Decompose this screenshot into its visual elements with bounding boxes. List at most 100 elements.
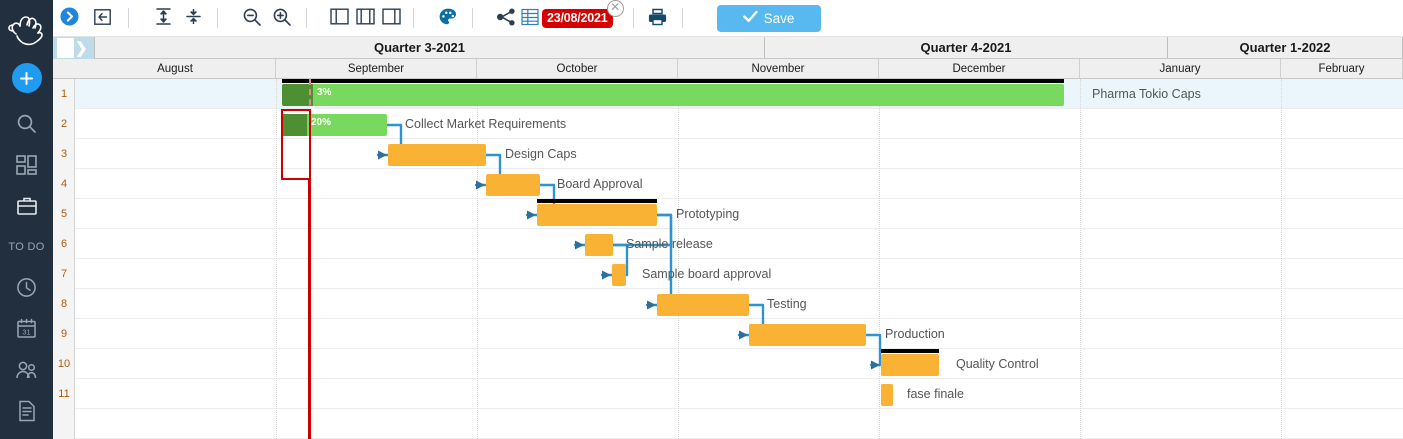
gantt-bar[interactable] bbox=[749, 324, 866, 346]
sidebar-item-people[interactable] bbox=[5, 349, 49, 390]
month-header-cell[interactable]: November bbox=[678, 59, 879, 78]
gantt-row[interactable] bbox=[75, 409, 1403, 439]
quarter-header-cell: Quarter 3-2021 bbox=[75, 37, 765, 58]
month-header-cell[interactable]: December bbox=[879, 59, 1080, 78]
zoom-in-icon bbox=[272, 7, 292, 30]
gantt-bar[interactable] bbox=[486, 174, 540, 196]
gantt-task-label[interactable]: Collect Market Requirements bbox=[405, 117, 567, 131]
toolbar-view-single-button[interactable] bbox=[326, 0, 352, 37]
timeline-scroll-forward-button[interactable]: ❯ bbox=[53, 37, 95, 59]
month-label: October bbox=[556, 62, 598, 75]
month-label: February bbox=[1318, 62, 1365, 75]
selection-rectangle-tail bbox=[308, 179, 311, 439]
gantt-bar[interactable] bbox=[881, 384, 893, 406]
month-header-cell[interactable]: August bbox=[75, 59, 276, 78]
zoom-out-icon bbox=[242, 7, 262, 30]
save-button[interactable]: Save bbox=[716, 4, 821, 32]
row-number: 2 bbox=[60, 118, 68, 130]
sidebar-item-add-button[interactable] bbox=[11, 63, 42, 93]
month-gridline bbox=[879, 79, 880, 439]
gantt-task-label[interactable]: Pharma Tokio Caps bbox=[1092, 87, 1201, 101]
app-logo-icon[interactable] bbox=[4, 6, 50, 50]
expand-rows-icon bbox=[155, 7, 172, 29]
gantt-task-label[interactable]: fase finale bbox=[907, 387, 964, 401]
sidebar-item-search[interactable] bbox=[5, 103, 49, 144]
toolbar-collapse-panel-button[interactable] bbox=[85, 0, 119, 37]
toolbar-zoom-in-button[interactable] bbox=[267, 0, 297, 37]
quarter-label: Quarter 3-2021 bbox=[373, 40, 466, 55]
sidebar-item-portfolio[interactable] bbox=[5, 185, 49, 226]
toolbar-expand-button[interactable] bbox=[53, 0, 85, 37]
sidebar-item-documents[interactable] bbox=[5, 390, 49, 431]
gantt-row[interactable] bbox=[75, 229, 1403, 259]
gantt-row[interactable] bbox=[75, 139, 1403, 169]
gantt-task-label[interactable]: Production bbox=[885, 327, 945, 341]
left-sidebar: TO DO 31 bbox=[0, 0, 53, 439]
toolbar-collapse-rows-button[interactable] bbox=[178, 0, 208, 37]
gantt-bar[interactable]: 3% bbox=[282, 84, 1064, 106]
single-column-view-icon bbox=[329, 7, 349, 29]
gantt-task-label[interactable]: Board Approval bbox=[557, 177, 643, 191]
check-icon bbox=[742, 10, 758, 26]
gantt-row[interactable] bbox=[75, 259, 1403, 289]
month-header-cell[interactable]: February bbox=[1281, 59, 1403, 78]
gantt-plot-area[interactable]: 3% Pharma Tokio Caps 20% Collect Market Req… bbox=[75, 79, 1403, 439]
toolbar-table-button[interactable] bbox=[518, 0, 542, 37]
toolbar-dependency-button[interactable] bbox=[492, 0, 518, 37]
month-header-cell[interactable]: September bbox=[276, 59, 477, 78]
collapse-rows-icon bbox=[185, 7, 202, 29]
gantt-bar[interactable] bbox=[657, 294, 749, 316]
gantt-task-label[interactable]: Sample board approval bbox=[642, 267, 772, 281]
gantt-task-label[interactable]: Quality Control bbox=[956, 357, 1039, 371]
quarter-label: Quarter 4-2021 bbox=[920, 40, 1012, 55]
toolbar-divider bbox=[217, 8, 218, 28]
toolbar-palette-button[interactable] bbox=[433, 0, 463, 37]
sidebar-item-todo[interactable]: TO DO bbox=[5, 226, 49, 267]
month-header-cell[interactable]: January bbox=[1080, 59, 1281, 78]
month-gridline bbox=[276, 79, 277, 439]
gantt-bar[interactable] bbox=[881, 354, 939, 376]
chevron-right-circle-icon bbox=[60, 7, 79, 29]
gantt-row[interactable] bbox=[75, 169, 1403, 199]
bar-progress-fill bbox=[282, 114, 307, 136]
gantt-bar[interactable] bbox=[537, 204, 657, 226]
gantt-row[interactable] bbox=[75, 199, 1403, 229]
bar-progress-fill bbox=[282, 84, 313, 106]
row-number: 10 bbox=[57, 358, 71, 370]
gantt-bar[interactable]: 20% bbox=[282, 114, 387, 136]
gantt-row[interactable] bbox=[75, 109, 1403, 139]
row-number: 9 bbox=[60, 328, 68, 340]
month-label: September bbox=[347, 62, 405, 75]
gantt-row[interactable] bbox=[75, 379, 1403, 409]
month-gridline bbox=[1281, 79, 1282, 439]
dependency-network-icon bbox=[496, 8, 515, 29]
collapse-panel-icon bbox=[93, 8, 111, 28]
close-circle-icon[interactable]: ✕ bbox=[606, 0, 624, 17]
sidebar-item-timesheet[interactable] bbox=[5, 267, 49, 308]
date-filter-chip[interactable]: 23/08/2021 ✕ bbox=[542, 0, 624, 28]
gantt-row[interactable] bbox=[75, 319, 1403, 349]
toolbar-view-split-button[interactable] bbox=[378, 0, 404, 37]
bar-progress-label: 20% bbox=[311, 117, 332, 128]
clock-icon bbox=[16, 277, 37, 298]
sidebar-item-dashboard[interactable] bbox=[5, 144, 49, 185]
gantt-task-label[interactable]: Prototyping bbox=[676, 207, 740, 221]
gantt-bar[interactable] bbox=[388, 144, 486, 166]
baseline-bar bbox=[881, 349, 939, 353]
split-view-icon bbox=[381, 7, 401, 29]
month-header-cell[interactable]: October bbox=[477, 59, 678, 78]
gantt-task-label[interactable]: Design Caps bbox=[505, 147, 577, 161]
sidebar-item-calendar[interactable]: 31 bbox=[5, 308, 49, 349]
row-number: 7 bbox=[60, 268, 68, 280]
gantt-row[interactable] bbox=[75, 349, 1403, 379]
toolbar-expand-rows-button[interactable] bbox=[148, 0, 178, 37]
toolbar-print-button[interactable] bbox=[643, 0, 673, 37]
gantt-bar[interactable] bbox=[585, 234, 613, 256]
gantt-task-label[interactable]: Sample release bbox=[626, 237, 713, 251]
gantt-bar[interactable] bbox=[612, 264, 626, 286]
gantt-task-label[interactable]: Testing bbox=[767, 297, 807, 311]
toolbar-zoom-out-button[interactable] bbox=[237, 0, 267, 37]
toolbar-view-two-button[interactable] bbox=[352, 0, 378, 37]
toolbar-divider bbox=[413, 8, 414, 28]
